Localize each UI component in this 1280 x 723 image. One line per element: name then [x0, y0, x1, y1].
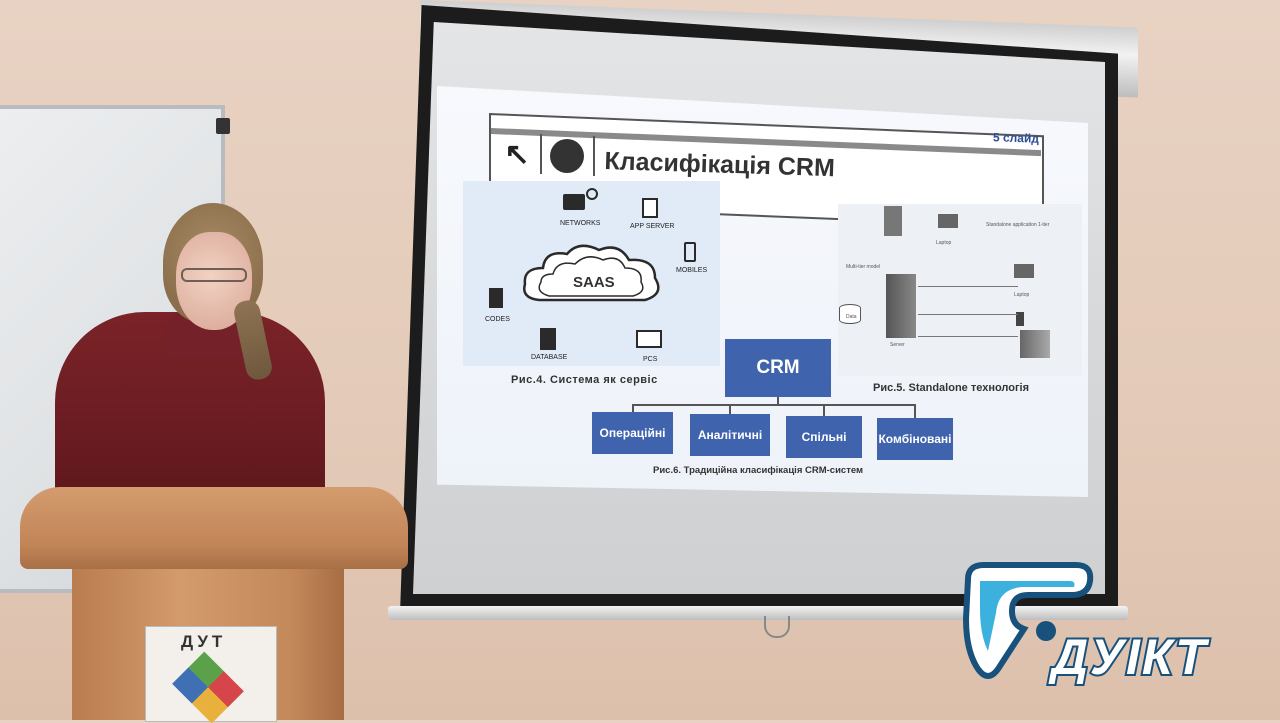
class-box-analytical: Аналітичні: [690, 414, 770, 456]
slide-number: 5 слайд: [992, 130, 1040, 146]
node-label: Standalone application 1-tier: [986, 222, 1050, 228]
podium-top: [20, 487, 408, 569]
database-icon: [540, 328, 556, 350]
whiteboard-clip: [216, 118, 230, 134]
glasses-icon: [181, 268, 247, 282]
node-label: MOBILES: [676, 267, 708, 274]
connection-line: [918, 336, 1018, 337]
cloud-label: SAAS: [573, 274, 615, 291]
laptop-icon: [1014, 264, 1034, 278]
monitor-icon: [636, 330, 662, 348]
header-divider: [540, 134, 542, 174]
node-label: Laptop: [1014, 292, 1030, 298]
node-label: CODES: [485, 316, 510, 323]
node-label: Laptop: [936, 240, 952, 246]
arrow-up-left-icon: ↖: [504, 138, 530, 171]
university-logo-icon: [962, 562, 1094, 679]
phone-icon: [684, 242, 696, 262]
figure-caption: Рис.6. Традиційна класифікація CRM-систе…: [653, 465, 864, 476]
tree-connector: [729, 404, 731, 414]
database-icon: [839, 304, 861, 324]
tree-connector: [632, 404, 916, 406]
desktop-computer-icon: [884, 206, 902, 236]
figure-caption: Рис.4. Система як сервіс: [511, 374, 658, 386]
tree-connector: [777, 397, 779, 405]
server-icon: [886, 274, 916, 338]
class-box-operational: Операційні: [592, 412, 673, 454]
phone-icon: [1016, 312, 1024, 326]
tree-connector: [632, 404, 634, 412]
connection-line: [918, 286, 1018, 287]
node-label: Data: [846, 314, 857, 320]
document-icon: [642, 198, 658, 218]
screen-pull-handle: [764, 616, 790, 638]
desktop-computer-icon: [1020, 330, 1050, 358]
laptop-icon: [938, 214, 958, 228]
node-label: NETWORKS: [560, 220, 601, 227]
monitor-icon: [563, 194, 585, 210]
watermark-text: ДУІКТ: [1050, 627, 1208, 687]
header-divider: [593, 136, 595, 176]
figure-caption: Рис.5. Standalone технологія: [873, 382, 1030, 394]
podium-sign-text: ДУТ: [181, 632, 227, 651]
globe-icon: [586, 188, 598, 200]
code-file-icon: [489, 288, 503, 308]
crm-root-box: CRM: [725, 339, 831, 397]
tree-connector: [823, 404, 825, 416]
cloud-icon: [523, 244, 660, 302]
node-label: Multi-tier model: [846, 264, 881, 270]
node-label: APP SERVER: [630, 223, 675, 230]
class-box-combined: Комбіновані: [877, 418, 953, 460]
node-label: Server: [890, 342, 905, 348]
tree-connector: [914, 404, 916, 418]
connection-line: [918, 314, 1018, 315]
class-box-collaborative: Спільні: [786, 416, 862, 458]
node-label: PCS: [643, 356, 658, 363]
circle-icon: [550, 139, 584, 173]
screen-bottom-bar: [388, 606, 1128, 620]
node-label: DATABASE: [531, 354, 568, 361]
